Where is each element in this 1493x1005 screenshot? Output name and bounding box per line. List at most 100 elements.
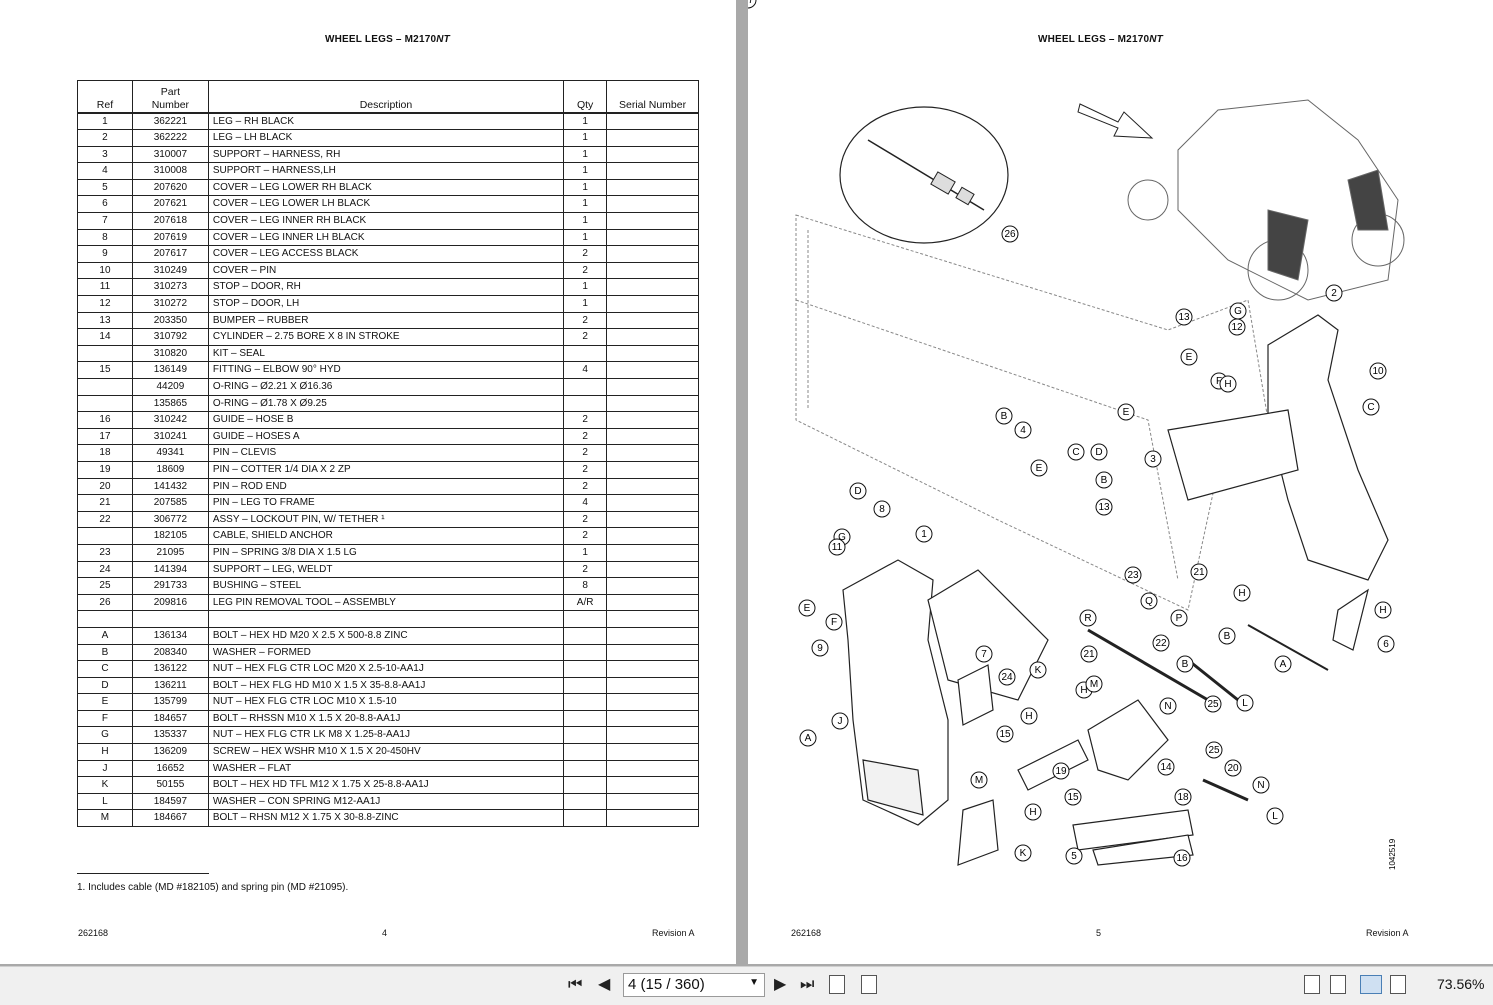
facing-pages-icon[interactable] xyxy=(1360,975,1382,994)
footnote: 1. Includes cable (MD #182105) and sprin… xyxy=(77,882,349,893)
ref-cell: H xyxy=(77,743,133,761)
qty-cell: 2 xyxy=(563,477,608,496)
part-number-cell: 291733 xyxy=(131,577,209,595)
ref-cell: B xyxy=(77,643,133,662)
zoom-level[interactable]: 73.56% xyxy=(1437,976,1485,992)
part-number-cell: 207619 xyxy=(131,228,209,247)
single-page-icon[interactable] xyxy=(1304,975,1320,994)
description-cell: NUT – HEX FLG CTR LOC M10 X 1.5-10 xyxy=(207,693,565,711)
ref-cell: 16 xyxy=(77,411,133,429)
prev-page-icon[interactable]: ◀ xyxy=(598,976,611,993)
doc-number: 262168 xyxy=(78,928,109,938)
facing-continuous-icon[interactable] xyxy=(1390,975,1406,994)
qty-cell xyxy=(563,759,608,778)
first-page-icon[interactable]: ⏮ xyxy=(568,976,583,993)
page-select-value: 4 (15 / 360) xyxy=(628,976,705,993)
serial-number-cell xyxy=(606,709,699,728)
callout-label: 16 xyxy=(1176,853,1188,864)
part-number-cell: 21095 xyxy=(131,543,209,562)
callout-label: G xyxy=(838,532,846,543)
serial-number-cell xyxy=(606,809,699,828)
next-page-icon[interactable]: ▶ xyxy=(774,976,787,993)
callout-label: 15 xyxy=(1067,792,1079,803)
serial-number-cell xyxy=(606,660,699,678)
callout-5: 5 xyxy=(1065,847,1083,865)
description-cell: COVER – LEG LOWER LH BLACK xyxy=(207,195,565,214)
page-title: WHEEL LEGS – M2170NT xyxy=(1038,34,1163,45)
callout-label: L xyxy=(1272,811,1278,822)
ref-cell: L xyxy=(77,792,133,811)
description-cell: BUSHING – STEEL xyxy=(207,577,565,595)
qty-cell: 1 xyxy=(563,228,608,247)
fit-width-icon[interactable] xyxy=(829,975,845,994)
ref-cell: 17 xyxy=(77,427,133,446)
serial-number-cell xyxy=(606,145,699,164)
serial-number-cell xyxy=(606,577,699,595)
callout-label: Q xyxy=(1145,596,1153,607)
qty-cell xyxy=(563,344,608,363)
serial-number-cell xyxy=(606,527,699,545)
qty-cell: 2 xyxy=(563,444,608,462)
qty-cell: 1 xyxy=(563,162,608,180)
serial-number-cell xyxy=(606,610,699,628)
ref-cell: 20 xyxy=(77,477,133,496)
callout-label: 21 xyxy=(1193,567,1205,578)
serial-number-cell xyxy=(606,278,699,297)
part-number-cell: 184667 xyxy=(131,809,209,828)
callout-label: K xyxy=(1035,665,1042,676)
continuous-page-icon[interactable] xyxy=(1330,975,1346,994)
footnote-rule xyxy=(77,873,209,874)
callout-2: 2 xyxy=(1325,284,1343,302)
serial-number-cell xyxy=(606,543,699,562)
qty-cell xyxy=(563,809,608,828)
part-number-cell: 136149 xyxy=(131,361,209,379)
page-select[interactable]: 4 (15 / 360) ▼ xyxy=(623,973,765,997)
description-cell: COVER – PIN xyxy=(207,261,565,280)
callout-label: 17 xyxy=(748,0,754,6)
header-serial-number: Serial Number xyxy=(606,80,699,114)
qty-cell xyxy=(563,610,608,628)
callout-25: 25 xyxy=(1205,741,1223,759)
callout-label: 10 xyxy=(1372,366,1384,377)
frame-outline xyxy=(795,214,1269,611)
ref-cell: 22 xyxy=(77,510,133,529)
callout-23: 23 xyxy=(1124,566,1142,584)
callout-label: 13 xyxy=(1178,312,1190,323)
callout-label: 1 xyxy=(921,529,927,540)
callout-B: B xyxy=(1218,627,1236,645)
last-page-icon[interactable]: ⏭ xyxy=(800,976,815,993)
description-cell: SUPPORT – HARNESS,LH xyxy=(207,162,565,180)
serial-number-cell xyxy=(606,676,699,695)
qty-cell xyxy=(563,743,608,761)
callout-24: 24 xyxy=(998,668,1016,686)
callout-label: 15 xyxy=(999,729,1011,740)
part-number-cell: 135865 xyxy=(131,394,209,413)
callout-label: 13 xyxy=(1098,502,1110,513)
description-cell: WASHER – CON SPRING M12-AA1J xyxy=(207,792,565,811)
fit-page-icon[interactable] xyxy=(861,975,877,994)
callout-label: H xyxy=(1029,807,1036,818)
part-number-cell: 49341 xyxy=(131,444,209,462)
description-cell: COVER – LEG INNER RH BLACK xyxy=(207,212,565,230)
callout-K: K xyxy=(1029,661,1047,679)
diagram-ref-number: 1042519 xyxy=(1388,838,1397,870)
callout-C: C xyxy=(1067,443,1085,461)
description-cell: O-RING – Ø1.78 X Ø9.25 xyxy=(207,394,565,413)
qty-cell: 1 xyxy=(563,195,608,214)
callout-6: 6 xyxy=(1377,635,1395,653)
